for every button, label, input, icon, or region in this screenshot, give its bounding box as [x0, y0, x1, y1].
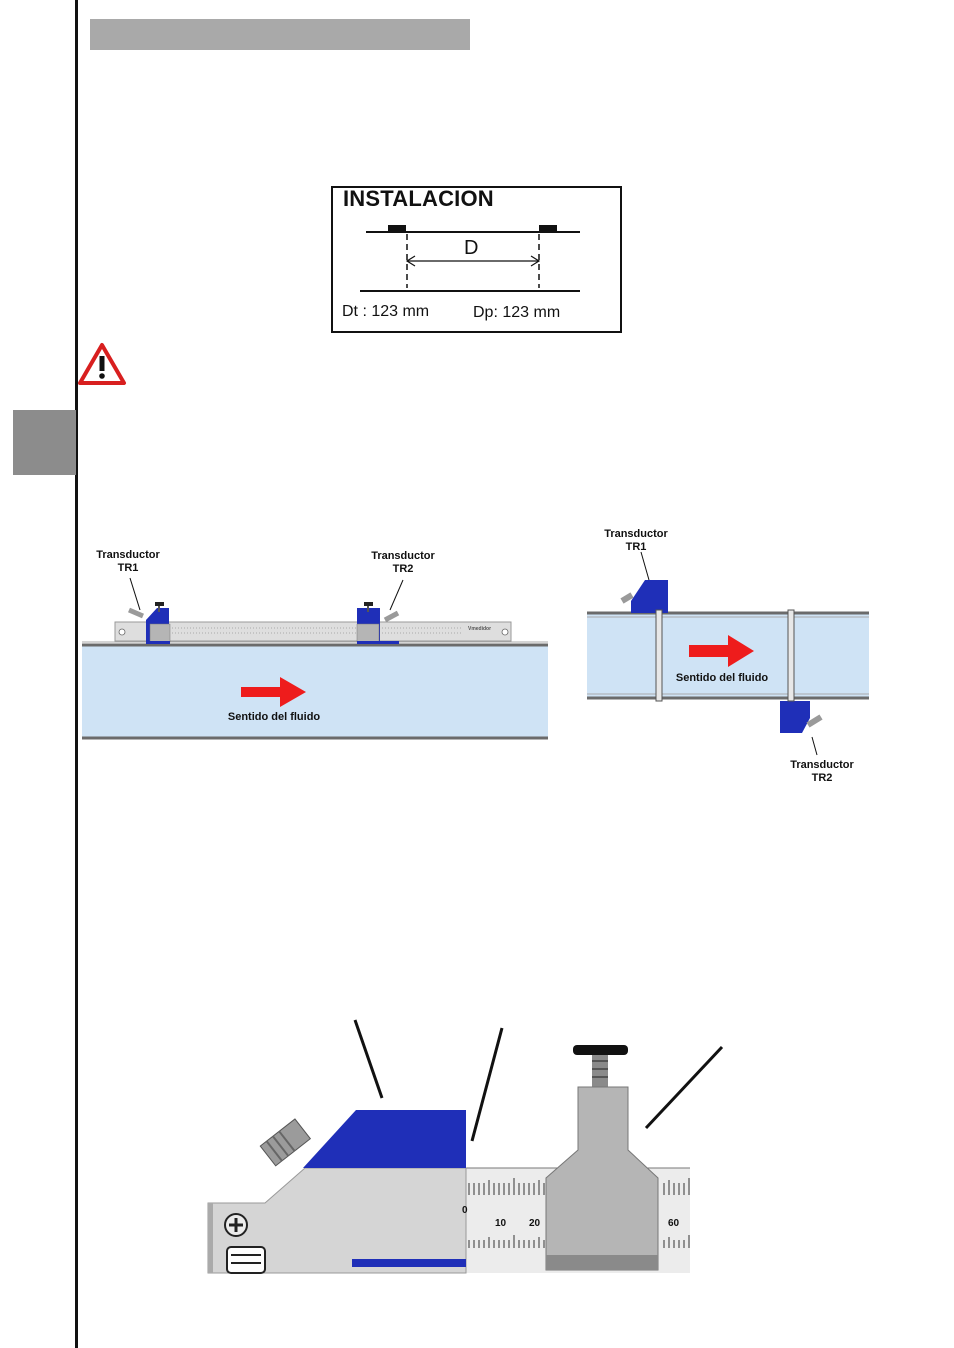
v-flow-label: Sentido del fluido — [227, 711, 321, 723]
lcd-pipe-diagram — [360, 225, 580, 292]
lcd-transducer-right — [539, 225, 557, 232]
transducer-detail-figure — [207, 1019, 724, 1274]
chapter-side-tab — [13, 410, 76, 475]
v-mount-figure — [82, 577, 548, 740]
scale-label-0: 0 — [462, 1205, 468, 1216]
z-flow-label: Sentido del fluido — [675, 672, 769, 684]
margin-line — [75, 0, 78, 1348]
flow-arrow-icon — [689, 635, 754, 667]
lcd-title: INSTALACION — [343, 186, 494, 211]
lcd-transducer-left — [388, 225, 406, 232]
scale-label-60: 60 — [668, 1218, 680, 1229]
flow-arrow-icon — [241, 677, 306, 707]
lcd-dp-value: Dp: 123 mm — [473, 304, 561, 321]
lcd-dt-value: Dt : 123 mm — [342, 303, 430, 320]
z-mount-figure — [587, 551, 869, 756]
lcd-display: INSTALACION D Dt : 123 mm Dp: 123 mm — [331, 186, 622, 333]
scale-label-10: 10 — [495, 1218, 507, 1229]
scale-label-20: 20 — [529, 1218, 541, 1229]
warning-icon — [78, 343, 126, 385]
rail-brand-text: Vmedidor — [468, 626, 492, 632]
section-header-bar — [90, 19, 470, 50]
lcd-distance-symbol: D — [464, 237, 479, 259]
ruler-ticks — [463, 1178, 690, 1248]
